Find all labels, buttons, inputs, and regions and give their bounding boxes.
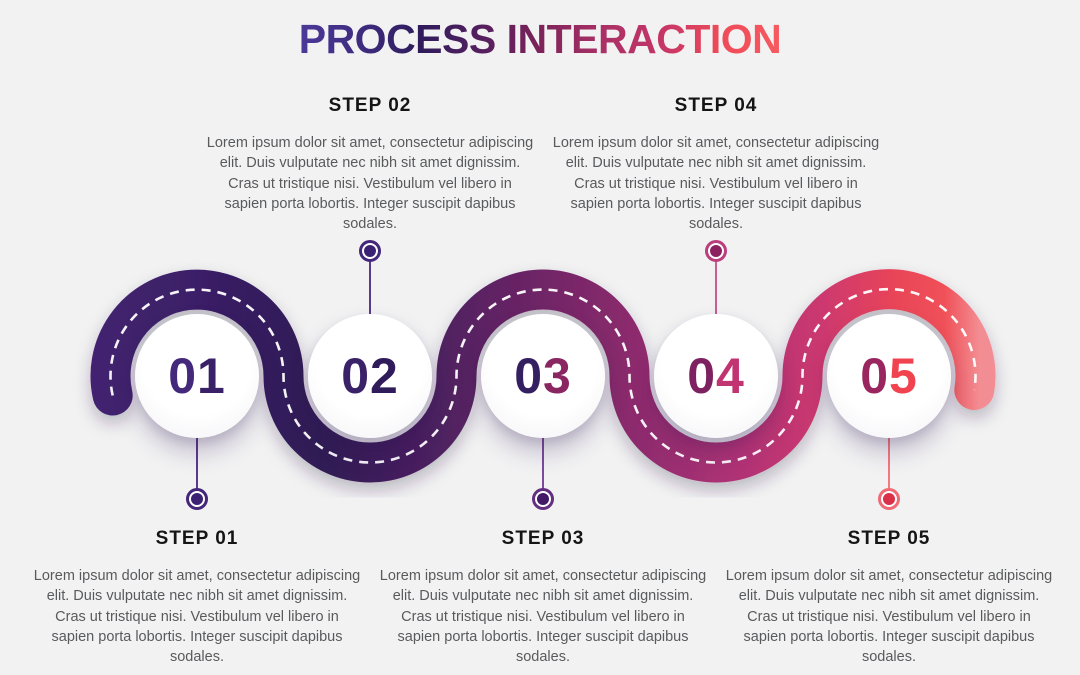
step-01-marker-dot	[186, 488, 208, 510]
step-04-label: STEP 04	[674, 95, 758, 116]
step-04-textblock: STEP 04 Lorem ipsum dolor sit amet, cons…	[551, 95, 881, 234]
ribbon-dashed-centerline	[109, 287, 977, 464]
step-05-marker-dot	[878, 488, 900, 510]
step-02-label: STEP 02	[328, 95, 412, 116]
step-01-textblock: STEP 01 Lorem ipsum dolor sit amet, cons…	[32, 528, 362, 667]
step-05-label: STEP 05	[847, 528, 931, 549]
step-02-connector-line	[369, 261, 371, 315]
step-03-connector-line	[542, 437, 544, 490]
page-title: PROCESS INTERACTION	[298, 16, 782, 62]
step-01-connector-line	[196, 437, 198, 490]
step-01-body: Lorem ipsum dolor sit amet, consectetur …	[33, 568, 361, 666]
step-05-number: 0	[860, 348, 889, 404]
step-01-number: 0	[168, 348, 197, 404]
title-row: PROCESS INTERACTION	[0, 16, 1080, 63]
step-02-textblock: STEP 02 Lorem ipsum dolor sit amet, cons…	[205, 95, 535, 234]
step-02-body: Lorem ipsum dolor sit amet, consectetur …	[206, 135, 534, 233]
step-02-marker-dot	[359, 240, 381, 262]
step-05-body: Lorem ipsum dolor sit amet, consectetur …	[725, 568, 1053, 666]
step-03-body: Lorem ipsum dolor sit amet, consectetur …	[379, 568, 707, 666]
step-05-connector-line	[888, 437, 890, 490]
step-04-number: 0	[687, 348, 716, 404]
step-03-textblock: STEP 03 Lorem ipsum dolor sit amet, cons…	[378, 528, 708, 667]
step-01-label: STEP 01	[155, 528, 239, 549]
step-04-marker-dot	[705, 240, 727, 262]
step-02-number: 0	[341, 348, 370, 404]
step-03-number: 0	[514, 348, 543, 404]
step-03-label: STEP 03	[501, 528, 585, 549]
step-04-body: Lorem ipsum dolor sit amet, consectetur …	[552, 135, 880, 233]
step-05-textblock: STEP 05 Lorem ipsum dolor sit amet, cons…	[724, 528, 1054, 667]
step-04-connector-line	[715, 261, 717, 315]
step-03-marker-dot	[532, 488, 554, 510]
